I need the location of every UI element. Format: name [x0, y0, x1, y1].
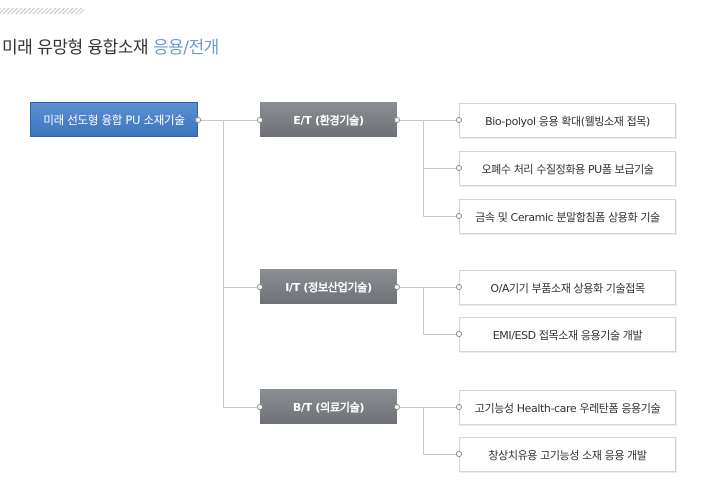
category-it-label: I/T (정보산업기술): [285, 280, 372, 294]
leaf-bt-2-label: 창상치유용 고기능성 소재 응용 개발: [488, 448, 647, 462]
connector-dot: [394, 284, 400, 290]
page-title-accent: 응용/전개: [152, 38, 219, 58]
leaf-et-3: 금속 및 Ceramic 분말함침폼 상용화 기술: [459, 199, 676, 234]
leaf-it-1-label: O/A기기 부품소재 상용화 기술접목: [490, 281, 645, 295]
leaf-et-1-label: Bio-polyol 응용 확대(웰빙소재 접목): [485, 114, 650, 128]
leaf-et-1: Bio-polyol 응용 확대(웰빙소재 접목): [459, 103, 676, 138]
connector-branch-et: [397, 120, 459, 217]
connector-dot: [257, 284, 263, 290]
root-node: 미래 선도형 융합 PU 소재기술: [30, 102, 198, 137]
leaf-et-2-label: 오폐수 처리 수질정화용 PU폼 보급기술: [481, 162, 654, 176]
leaf-et-2: 오폐수 처리 수질정화용 PU폼 보급기술: [459, 151, 676, 186]
connector-dot: [257, 117, 263, 123]
leaf-it-1: O/A기기 부품소재 상용화 기술접목: [459, 270, 676, 305]
connector-dot: [456, 117, 462, 123]
connector-dot: [456, 451, 462, 457]
page-title: 미래 유망형 융합소재 응용/전개: [2, 33, 219, 58]
leaf-it-2-label: EMI/ESD 접목소재 응용기술 개발: [492, 328, 643, 342]
root-node-label: 미래 선도형 융합 PU 소재기술: [43, 112, 185, 127]
category-et: E/T (환경기술): [260, 102, 397, 137]
category-bt-label: B/T (의료기술): [292, 400, 365, 414]
leaf-it-2: EMI/ESD 접목소재 응용기술 개발: [459, 317, 676, 352]
connector-dot: [456, 213, 462, 219]
category-it: I/T (정보산업기술): [260, 269, 397, 304]
connector-dot: [394, 117, 400, 123]
connector-dot: [394, 404, 400, 410]
connector-dot: [195, 117, 201, 123]
connector-dot: [456, 331, 462, 337]
connector-root: [198, 120, 224, 408]
connector-dot: [456, 284, 462, 290]
connector-dot: [456, 165, 462, 171]
connector-dot: [257, 404, 263, 410]
connector-dot: [456, 404, 462, 410]
page-title-main: 미래 유망형 융합소재: [2, 38, 149, 58]
leaf-bt-1: 고기능성 Health-care 우레탄폼 응용기술: [459, 390, 676, 425]
connector-branch-it: [397, 287, 459, 335]
leaf-bt-1-label: 고기능성 Health-care 우레탄폼 응용기술: [474, 401, 661, 415]
connector-branch-bt: [397, 407, 459, 455]
leaf-et-3-label: 금속 및 Ceramic 분말함침폼 상용화 기술: [475, 210, 660, 224]
category-bt: B/T (의료기술): [260, 389, 397, 424]
category-et-label: E/T (환경기술): [293, 113, 364, 127]
leaf-bt-2: 창상치유용 고기능성 소재 응용 개발: [459, 437, 676, 472]
decorative-stripe: [0, 8, 84, 14]
